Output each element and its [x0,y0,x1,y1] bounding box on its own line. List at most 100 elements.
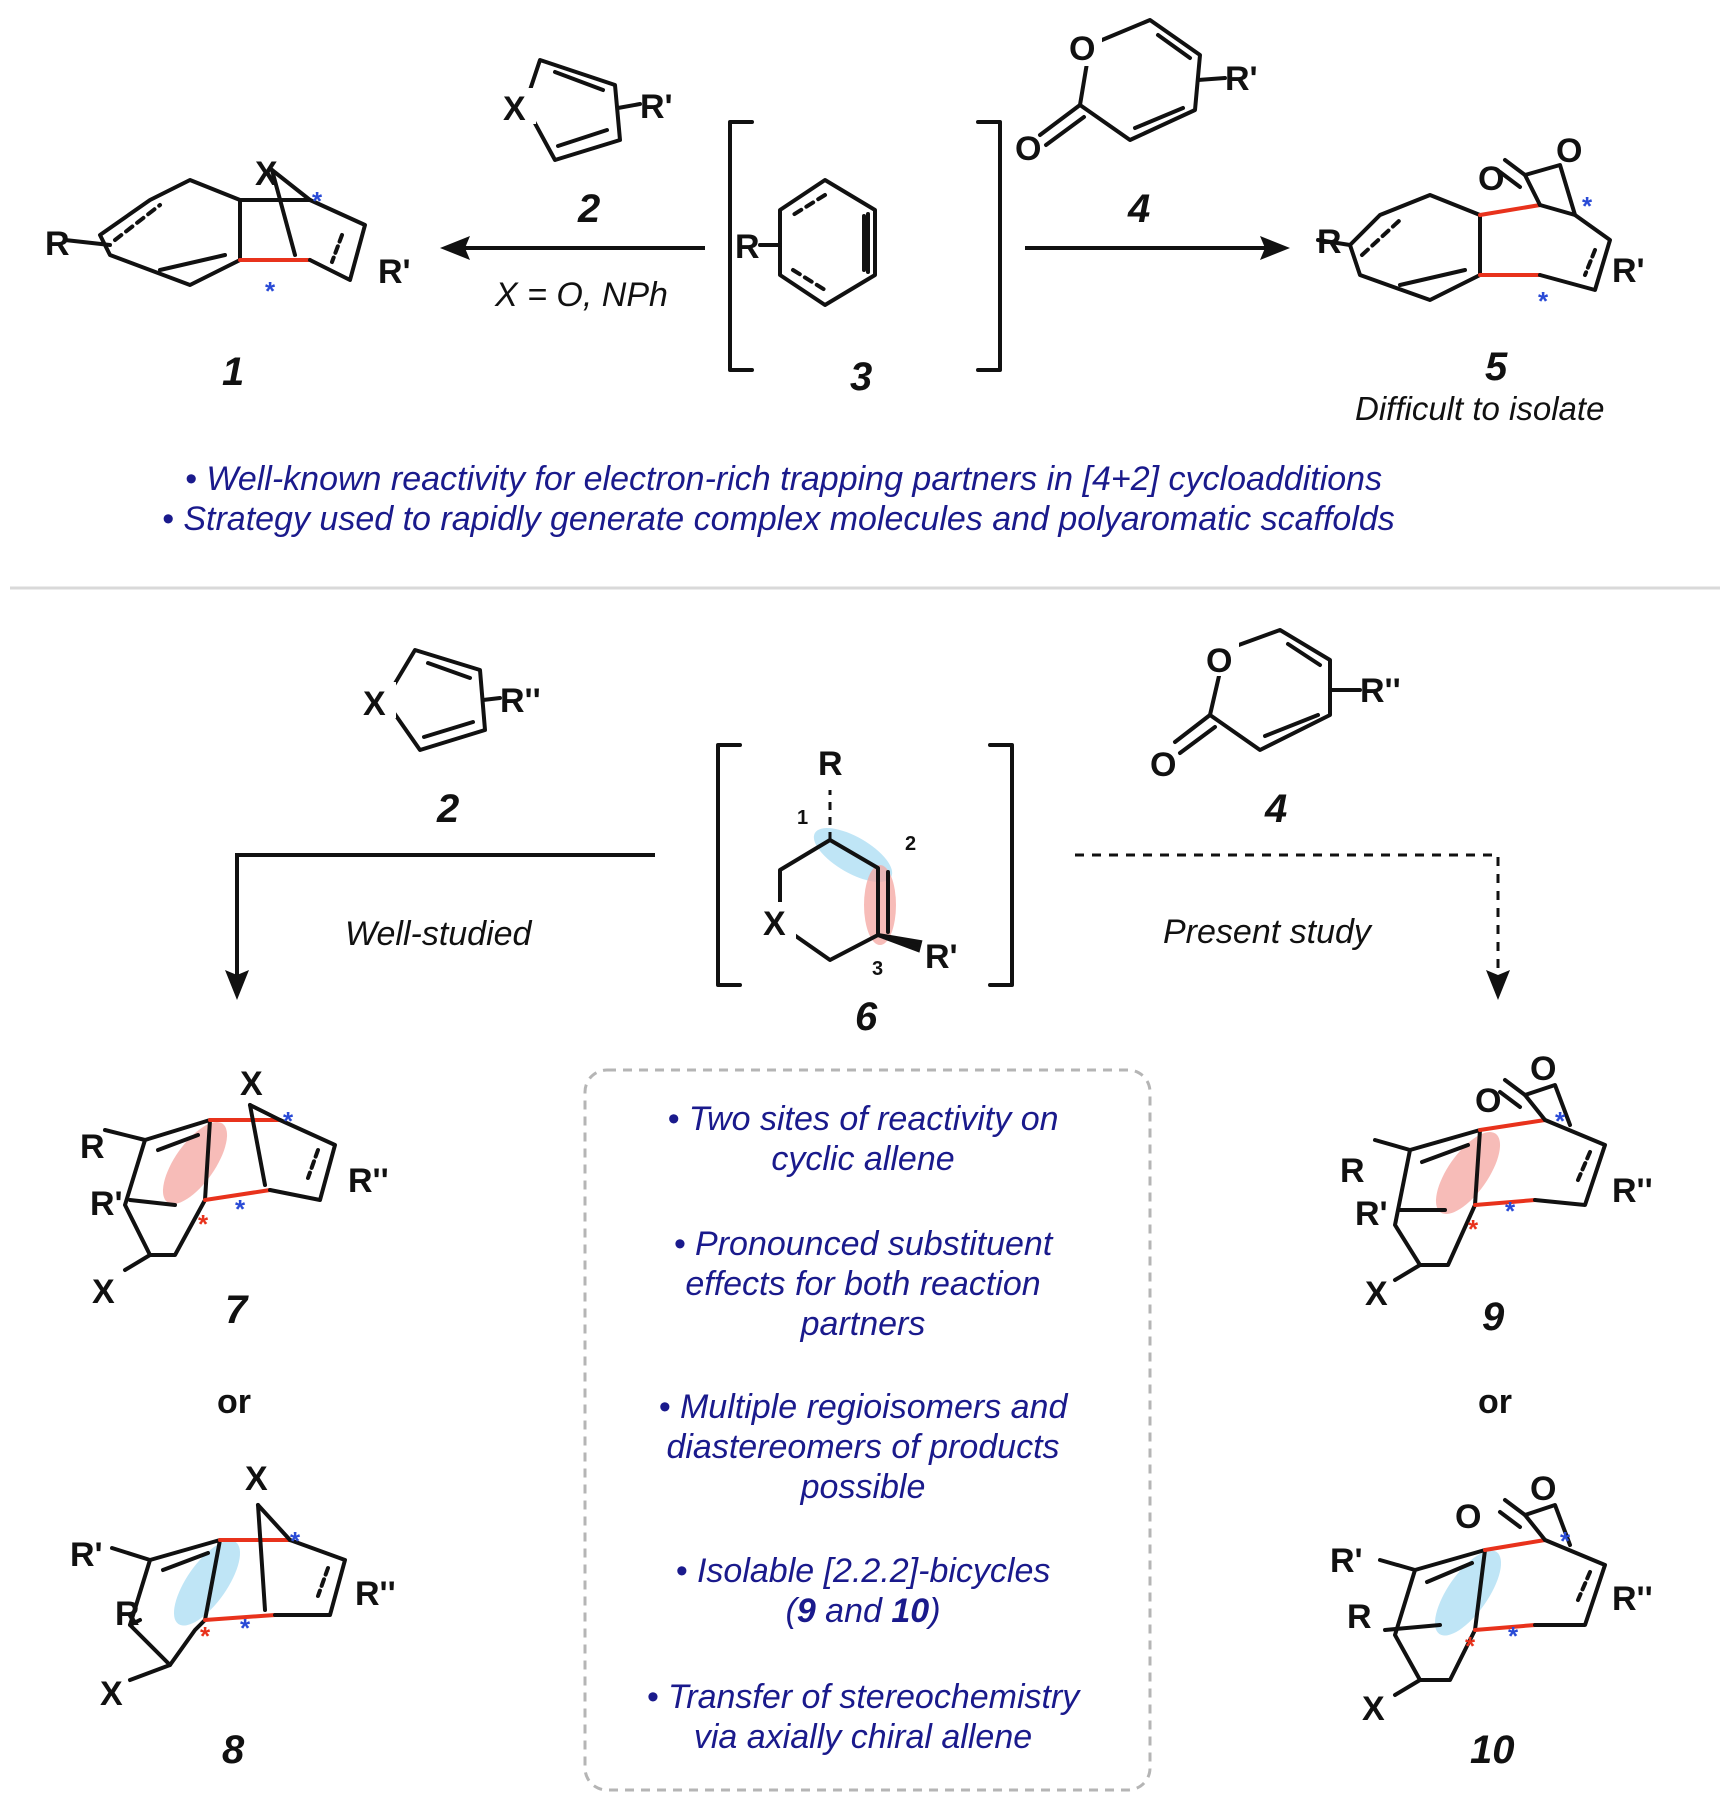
product-10-asterisk-bottom: * [1508,1621,1519,1651]
product-9-asterisk-red: * [1468,1214,1479,1244]
summary-box [583,1068,1152,1792]
product-9-asterisk-top: * [1555,1106,1566,1136]
label-present-study: Present study [1163,913,1373,951]
paren-open: ( [785,1592,800,1630]
summary-point-1-line-1: • Two sites of reactivity on [667,1100,1058,1138]
product-1-bridge-x: X [255,155,278,193]
arrowhead-well-studied [225,970,249,1000]
product-7-r-prime: R' [90,1185,123,1223]
furan-heteroatom-bottom: X [363,685,386,723]
label-well-studied: Well-studied [345,915,533,953]
product-5-r-prime: R' [1612,252,1645,290]
bold-10: 10 [891,1592,929,1630]
product-9: O O R R' R'' X * * * 9 [1340,1050,1653,1339]
product-8-ring-x: X [100,1675,123,1713]
product-7-r-double-prime: R'' [348,1162,389,1200]
arrowhead-right-top [1260,236,1290,260]
product-10-carbonyl-oxygen: O [1455,1498,1481,1536]
summary-points: • Two sites of reactivity on cyclic alle… [647,1100,1082,1756]
compound-number-10: 10 [1470,1728,1515,1772]
pyrone-substituent-bottom: R'' [1360,672,1401,710]
allene-r: R [818,745,843,783]
product-7-r: R [80,1128,105,1166]
product-8-asterisk-bottom: * [240,1613,251,1643]
summary-point-1-line-2: cyclic allene [771,1140,954,1178]
product-10-r: R [1347,1598,1372,1636]
compound-number-5: 5 [1485,345,1508,389]
top-bullet-1: • Well-known reactivity for electron-ric… [185,460,1382,498]
arrow-well-studied [235,853,655,975]
top-bullet-2: • Strategy used to rapidly generate comp… [162,500,1395,538]
compound-number-1: 1 [222,350,244,394]
product-1: R X R' * * 1 [45,155,411,394]
summary-point-3-line-1: • Multiple regioisomers and [659,1388,1069,1426]
product-5: R O O R' * * 5 Difficult to isolate [1316,132,1645,427]
product-5-note: Difficult to isolate [1355,390,1604,427]
product-8-r-prime: R' [70,1536,103,1574]
compound-number-3: 3 [850,355,872,399]
product-10-asterisk-top: * [1560,1526,1571,1556]
summary-point-3-line-3: possible [800,1468,926,1506]
summary-point-4-line-1: • Isolable [2.2.2]-bicycles [676,1552,1051,1590]
product-1-asterisk-bottom: * [265,276,276,306]
product-9-asterisk-bottom: * [1505,1196,1516,1226]
furan-heteroatom: X [503,90,526,128]
summary-point-4-line-2: (9 and 10) [785,1592,940,1630]
arrow-present-study [1075,853,1500,975]
furan-diene-bottom: X R'' 2 [360,648,541,831]
cyclic-allene-intermediate: X R R' 1 2 3 6 [716,743,1014,1039]
allene-ring-x: X [763,905,786,943]
product-9-ring-oxygen: O [1530,1050,1556,1088]
allene-position-2: 2 [905,833,916,855]
and-word: and [816,1592,892,1630]
pyrone-carbonyl-oxygen-bottom: O [1150,746,1176,784]
bold-9: 9 [797,1592,816,1630]
product-10-ring-x: X [1362,1690,1385,1728]
compound-number-7: 7 [225,1288,249,1332]
allene-r-prime: R' [925,938,958,976]
product-9-carbonyl-oxygen: O [1475,1082,1501,1120]
product-5-carbonyl-oxygen: O [1478,160,1504,198]
product-5-ring-oxygen: O [1556,132,1582,170]
product-7-bridge-x: X [240,1065,263,1103]
product-1-r: R [45,225,70,263]
pyrone-ring-oxygen-bottom: O [1206,642,1232,680]
product-7-ring-x: X [92,1273,115,1311]
product-7-asterisk-top: * [283,1106,294,1136]
product-7-asterisk-bottom: * [235,1194,246,1224]
compound-number-8: 8 [222,1728,245,1772]
summary-point-2-line-1: • Pronounced substituent [674,1225,1054,1263]
product-7-asterisk-red: * [198,1209,209,1239]
product-8-asterisk-red: * [200,1621,211,1651]
or-right: or [1478,1383,1512,1421]
aryne-substituent: R [735,228,760,266]
pyrone-ring-oxygen: O [1069,30,1095,68]
product-5-asterisk-top: * [1582,191,1593,221]
product-8-bridge-x: X [245,1460,268,1498]
compound-number-2-top: 2 [577,187,600,231]
product-10-ring-oxygen: O [1530,1470,1556,1508]
compound-number-4-top: 4 [1127,187,1150,231]
pyrone-carbonyl-oxygen: O [1015,130,1041,168]
product-5-asterisk-bottom: * [1538,286,1549,316]
aryne-intermediate: R 3 [728,120,1002,399]
product-8-r-double-prime: R'' [355,1575,396,1613]
product-8-r: R [115,1595,140,1633]
furan-substituent-bottom: R'' [500,682,541,720]
product-10-asterisk-red: * [1465,1631,1476,1661]
arrowhead-present-study [1486,970,1510,1000]
allene-position-3: 3 [872,958,883,980]
product-10: O O R' R R'' X * * * 10 [1330,1470,1653,1772]
summary-point-5-line-1: • Transfer of stereochemistry [647,1678,1082,1716]
pyrone-bottom: O O R'' 4 [1150,628,1401,831]
product-10-r-prime: R' [1330,1542,1363,1580]
arrowhead-left-top [440,236,470,260]
product-10-r-double-prime: R'' [1612,1580,1653,1618]
summary-point-3-line-2: diastereomers of products [666,1428,1059,1466]
furan-substituent: R' [640,88,673,126]
product-8-asterisk-top: * [290,1526,301,1556]
furan-diene-top: X R' 2 [500,58,673,231]
product-9-r: R [1340,1152,1365,1190]
summary-point-2-line-3: partners [800,1305,926,1343]
